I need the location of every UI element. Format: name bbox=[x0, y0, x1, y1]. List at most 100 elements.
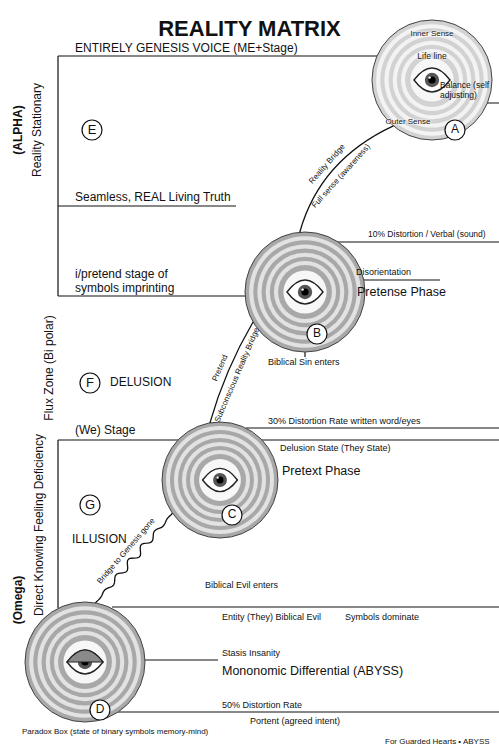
text-label: Biblical Evil enters bbox=[205, 580, 278, 590]
distortion-leader bbox=[338, 241, 499, 242]
ring bbox=[186, 446, 254, 514]
text-label: Seamless, REAL Living Truth bbox=[75, 191, 231, 205]
letter-circle bbox=[80, 495, 100, 515]
omega-bracket bbox=[58, 440, 178, 608]
letter-circle bbox=[80, 373, 100, 393]
text-label: Paradox Box (state of binary symbols mem… bbox=[22, 727, 208, 736]
bridge-connector bbox=[300, 126, 394, 232]
eye-field bbox=[283, 270, 326, 313]
ring bbox=[194, 454, 246, 506]
ring bbox=[389, 37, 476, 124]
ring bbox=[174, 434, 266, 526]
eye-circle-node: Pretense PhaseB bbox=[245, 232, 365, 352]
text-label: Symbols dominate bbox=[345, 612, 419, 622]
text-label: Stasis Insanity bbox=[222, 648, 280, 658]
ring bbox=[58, 635, 112, 689]
ring bbox=[249, 236, 361, 348]
letter-circle-node: D bbox=[89, 699, 111, 721]
ring bbox=[278, 265, 332, 319]
text-label: DELUSION bbox=[110, 376, 171, 390]
ring bbox=[270, 257, 340, 327]
abyss-leaders bbox=[112, 607, 499, 712]
ring bbox=[274, 261, 336, 323]
text-label: Pretend bbox=[210, 353, 229, 382]
letter-circle-node: F bbox=[79, 372, 101, 394]
sense-label: Inner Sense bbox=[410, 29, 453, 38]
ring bbox=[245, 232, 365, 352]
ring bbox=[190, 450, 250, 510]
ring bbox=[257, 244, 352, 339]
sin-leader bbox=[304, 352, 305, 357]
eye-lid bbox=[67, 650, 103, 662]
ring bbox=[182, 442, 258, 518]
text-label: Disorientation bbox=[356, 267, 411, 277]
ring bbox=[401, 49, 463, 111]
text-label: Biblical Sin enters bbox=[268, 357, 340, 367]
eye-shape bbox=[203, 468, 238, 491]
eye-circle-node: Pretext PhaseC bbox=[162, 422, 278, 538]
text-label: Delusion State (They State) bbox=[280, 443, 391, 453]
disorientation-leader bbox=[363, 279, 440, 280]
letter-circle-node: C bbox=[221, 504, 243, 526]
eye-iris bbox=[425, 73, 439, 87]
ring bbox=[25, 602, 145, 722]
eye-circle-outline bbox=[162, 422, 278, 538]
eye-pupil bbox=[428, 76, 435, 83]
eye-circle-node: Inner SenseLife lineOuter SenseA bbox=[372, 20, 492, 140]
eye-field bbox=[199, 459, 241, 501]
ring bbox=[33, 610, 136, 713]
callout-letter: E bbox=[88, 123, 97, 138]
ring bbox=[397, 45, 467, 115]
eye-circle-node: Mononomic Differential (ABYSS)D bbox=[25, 602, 145, 722]
ring bbox=[266, 253, 345, 332]
sense-label: Outer Sense bbox=[386, 117, 431, 126]
ring bbox=[42, 619, 129, 706]
letter-circle bbox=[222, 505, 242, 525]
ring bbox=[37, 614, 132, 709]
letter-circle bbox=[307, 324, 327, 344]
eye-shape bbox=[67, 650, 103, 674]
text-label: 10% Distortion / Verbal (sound) bbox=[368, 230, 486, 240]
text-label: For Guarded Hearts • ABYSS bbox=[385, 737, 490, 746]
ring bbox=[54, 631, 116, 693]
text-label: 50% Distortion Rate bbox=[222, 700, 302, 710]
letter-circle bbox=[445, 120, 465, 140]
text-label: ENTIRELY GENESIS VOICE (ME+Stage) bbox=[75, 42, 298, 56]
letter-circle-node: B bbox=[306, 323, 328, 345]
ring bbox=[372, 20, 492, 140]
ring bbox=[380, 28, 483, 131]
callout-letter: G bbox=[85, 498, 95, 513]
eye-circle-outline bbox=[245, 232, 365, 352]
letter-circle bbox=[82, 120, 102, 140]
text-label: Flux Zone (Bi polar) bbox=[43, 315, 57, 420]
eye-glint bbox=[301, 288, 303, 290]
callout-letter: F bbox=[86, 376, 94, 391]
eye-shape bbox=[287, 280, 323, 304]
ring bbox=[262, 249, 349, 336]
edge-label: Bridge to Genesis gone bbox=[95, 516, 156, 585]
text-label: Reality Stationary bbox=[31, 83, 45, 177]
text-label: 30% Distortion Rate written word/eyes bbox=[268, 416, 421, 426]
callout-letter: C bbox=[228, 508, 237, 522]
eye-circle-outline bbox=[25, 602, 145, 722]
text-label: Portent (agreed intent) bbox=[250, 716, 340, 726]
text-label: (We) Stage bbox=[75, 424, 135, 438]
ring bbox=[384, 32, 479, 127]
phase-title: Mononomic Differential (ABYSS) bbox=[222, 664, 403, 678]
callout-letter: D bbox=[96, 703, 105, 717]
eye-pupil bbox=[217, 477, 224, 484]
phase-title: Pretext Phase bbox=[282, 464, 361, 478]
ring bbox=[178, 438, 262, 522]
letter-circle-node: A bbox=[444, 119, 466, 141]
letter-circle bbox=[90, 700, 110, 720]
ring bbox=[162, 422, 278, 538]
eye-glint bbox=[428, 76, 430, 78]
eye-iris bbox=[213, 473, 227, 487]
text-label: Direct Knowing Feeling Deficiency bbox=[33, 434, 47, 616]
ring bbox=[50, 627, 120, 697]
callout-letter: B bbox=[313, 327, 321, 341]
letter-circle-node: E bbox=[81, 119, 103, 141]
text-label: Entity (They) Biblical Evil bbox=[222, 612, 321, 622]
eye-field bbox=[63, 640, 106, 683]
text-label: Balance (self adjusting) bbox=[440, 81, 499, 101]
